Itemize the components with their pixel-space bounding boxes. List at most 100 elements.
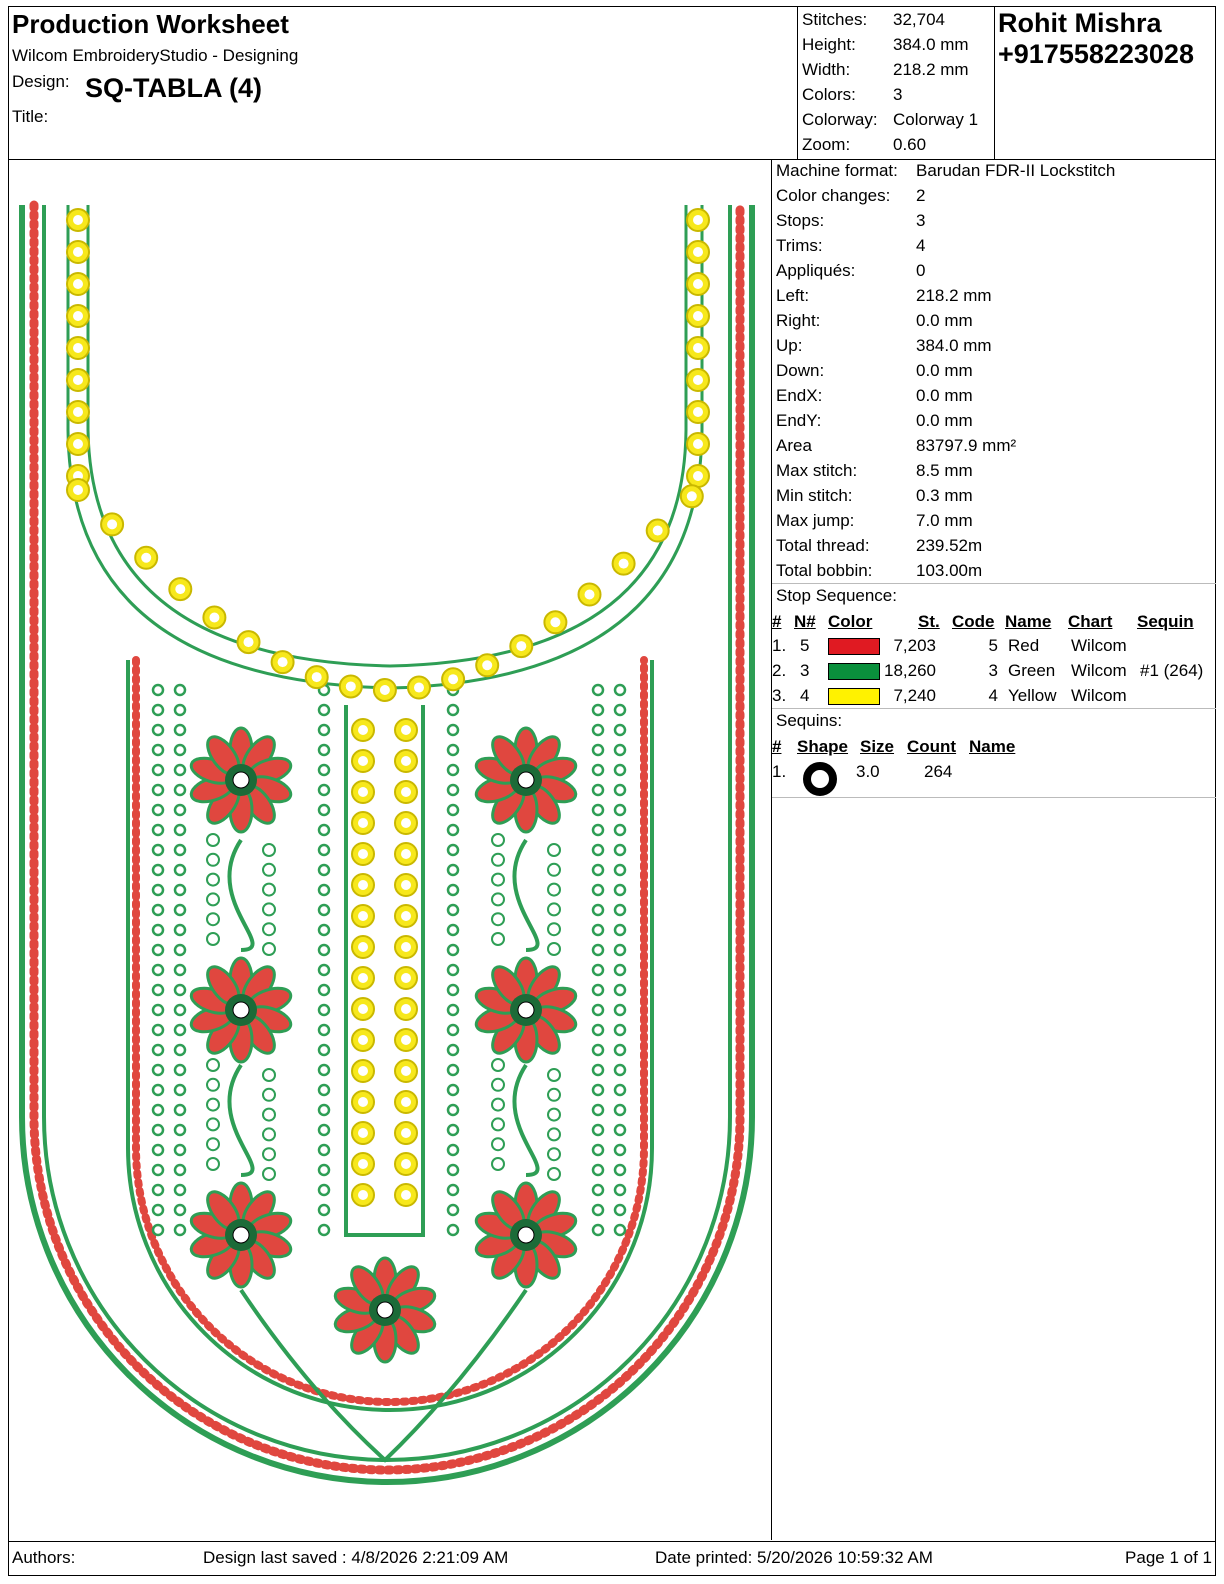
vine-leaf [547, 1068, 561, 1082]
green-dot [613, 923, 627, 937]
green-dot [173, 1223, 187, 1237]
green-dot [591, 1203, 605, 1217]
green-dot [613, 823, 627, 837]
stop-row-st: 7,240 [893, 686, 936, 705]
yellow-sequin-hole [401, 973, 411, 983]
design-preview [8, 160, 772, 1540]
sequin-count: 264 [924, 762, 953, 781]
green-dot [613, 983, 627, 997]
yellow-sequin-hole [448, 674, 459, 685]
vine-leaf [491, 1137, 505, 1152]
green-dot [173, 1003, 187, 1017]
green-dot [591, 1103, 605, 1117]
embroidery-design-illustration [19, 200, 755, 1485]
ring-sequin-icon [803, 762, 837, 796]
vine [227, 1063, 255, 1177]
lower-green-band [126, 660, 654, 1412]
green-dot [613, 943, 627, 957]
yellow-sequin-hole [73, 439, 83, 449]
stop-row-st: 7,203 [893, 636, 936, 655]
green-dot [173, 1023, 187, 1037]
worksheet-header: Production Worksheet Wilcom EmbroiderySt… [8, 6, 1216, 160]
yellow-sequin-hole [401, 880, 411, 890]
green-dot [317, 843, 331, 857]
vine-leaf [547, 902, 561, 917]
green-dot [591, 783, 605, 797]
flower [189, 956, 293, 1064]
flower [189, 726, 293, 834]
yellow-sequin-hole [358, 849, 368, 859]
vine-leaf [547, 862, 561, 877]
flower-core [376, 1301, 394, 1319]
green-dot [151, 1043, 165, 1057]
green-dot [613, 723, 627, 737]
green-dot [613, 1023, 627, 1037]
green-dot [173, 903, 187, 917]
green-dot [173, 803, 187, 817]
green-dot [151, 1183, 165, 1197]
vine-leaf [206, 1137, 220, 1152]
green-dot [151, 763, 165, 777]
vine-leaf [491, 872, 505, 887]
vine-leaf [206, 1058, 220, 1072]
page-title: Production Worksheet [12, 9, 289, 39]
green-dot [151, 723, 165, 737]
green-dot [591, 723, 605, 737]
yellow-sequin-hole [141, 552, 152, 563]
green-dot [151, 963, 165, 977]
green-dot [591, 1063, 605, 1077]
yellow-sequin-hole [358, 1035, 368, 1045]
yellow-sequin-hole [358, 1190, 368, 1200]
col-color: Color [828, 612, 873, 631]
sequin-size: 3.0 [856, 762, 880, 781]
stop-row-n: 3 [800, 661, 810, 680]
vine-leaf [262, 882, 276, 897]
stop-row-code: 3 [988, 661, 998, 680]
green-dot [317, 803, 331, 817]
placket-green-outline [344, 705, 425, 1237]
sequin-row-num: 1. [772, 762, 787, 781]
vine-leaf [547, 1087, 561, 1102]
green-dot [446, 1003, 460, 1017]
green-dot [173, 723, 187, 737]
flower [474, 726, 578, 834]
green-dot [173, 943, 187, 957]
col-chart: Chart [1068, 612, 1113, 631]
green-dot [317, 1223, 331, 1237]
vine-leaf [262, 1127, 276, 1142]
green-dot [151, 1203, 165, 1217]
vine [512, 838, 540, 952]
vine-leaf [491, 833, 505, 847]
green-dot [173, 843, 187, 857]
green-dot [591, 803, 605, 817]
green-dot [613, 1203, 627, 1217]
green-dot [317, 1023, 331, 1037]
yellow-sequin-hole [414, 682, 424, 693]
green-dot [446, 963, 460, 977]
green-dot [591, 843, 605, 857]
design-name: SQ-TABLA (4) [85, 73, 262, 103]
yellow-sequin-hole [107, 519, 118, 530]
seq-col-num: # [772, 737, 782, 756]
green-dot [173, 1063, 187, 1077]
green-dot [446, 1123, 460, 1137]
yellow-sequin-hole [482, 660, 493, 671]
flower [474, 1181, 578, 1289]
green-dot [591, 963, 605, 977]
green-dot [173, 1083, 187, 1097]
green-dot [446, 743, 460, 757]
flower [333, 1256, 437, 1364]
yellow-sequin-hole [401, 725, 411, 735]
green-dot [446, 1083, 460, 1097]
vine-leaf [547, 882, 561, 897]
yellow-sequin-hole [73, 215, 83, 225]
neck-inner-green-line [86, 205, 688, 668]
green-dot [591, 883, 605, 897]
green-dot [151, 1163, 165, 1177]
yellow-sequin-hole [401, 942, 411, 952]
vine-leaf [491, 1058, 505, 1072]
green-dot [173, 823, 187, 837]
green-dot [613, 883, 627, 897]
green-dot [173, 783, 187, 797]
green-dot [613, 1083, 627, 1097]
